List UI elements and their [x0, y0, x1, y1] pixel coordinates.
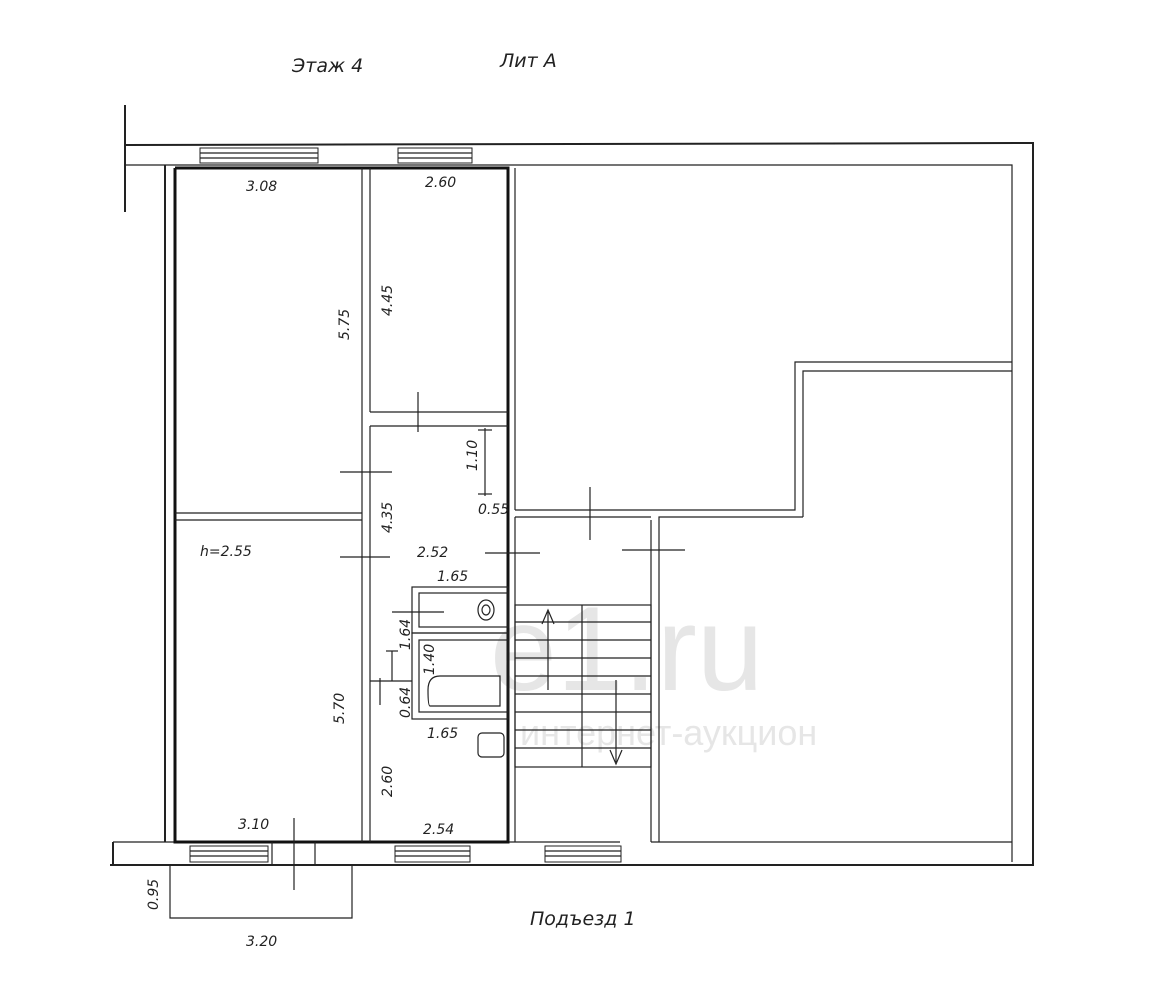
dim-door-055: 0.55: [478, 502, 509, 518]
dim-balcony-depth: 0.95: [146, 879, 162, 910]
dim-balcony-width: 3.20: [246, 934, 277, 950]
dim-corridor-length: 2.60: [380, 766, 396, 797]
dim-bath-door: 0.64: [398, 687, 414, 718]
dim-bath-width: 1.65: [427, 726, 458, 742]
windows: [189, 147, 622, 863]
door-marks: [293, 392, 685, 890]
dim-wc-width: 1.65: [437, 569, 468, 585]
entrance-label: Подъезд 1: [530, 908, 636, 930]
dim-hall-length: 4.35: [380, 502, 396, 533]
staircase: [514, 604, 652, 768]
apartment-outline: [173, 166, 510, 844]
dim-room3-length: 5.70: [332, 693, 348, 724]
dim-room1-width: 3.08: [246, 179, 277, 195]
dim-wc-length: 1.64: [398, 619, 414, 650]
ceiling-height: h=2.55: [200, 544, 252, 560]
dim-room2-width: 2.60: [425, 175, 456, 191]
floor-label: Этаж 4: [291, 55, 363, 77]
balcony: [169, 842, 353, 919]
dim-room3-width: 3.10: [238, 817, 269, 833]
interior-walls: [175, 168, 516, 842]
dim-room2-length: 4.45: [380, 285, 396, 316]
letter-label: Лит А: [499, 50, 557, 72]
watermark-subtitle: интернет-аукцион: [520, 712, 817, 753]
dim-hall-width: 2.52: [417, 545, 448, 561]
dim-room1-length: 5.75: [337, 309, 353, 340]
dim-door-110: 1.10: [465, 440, 481, 471]
dim-bath-length: 1.40: [422, 644, 438, 675]
dim-corridor-width: 2.54: [423, 822, 454, 838]
watermark-logo: e1.ru: [490, 582, 764, 716]
